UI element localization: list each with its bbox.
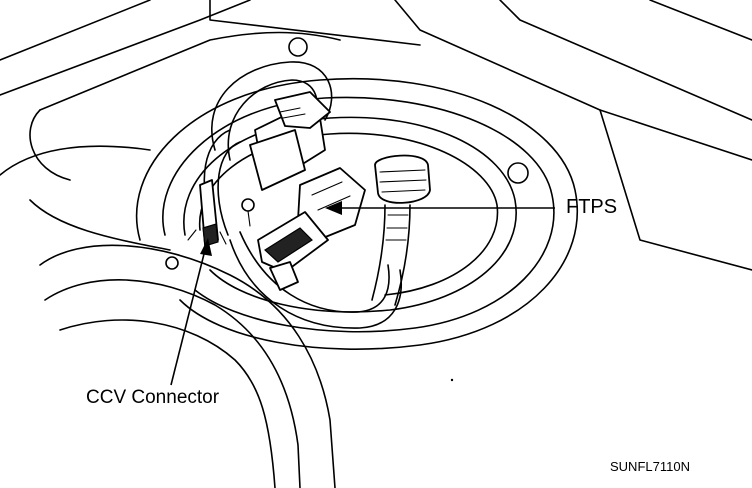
figure-code-label: SUNFL7110N [610, 459, 690, 474]
ftps-label: FTPS [566, 196, 618, 218]
ccv-connector-part [187, 179, 227, 247]
ccv-leader-line [170, 249, 206, 386]
hose-fitting [371, 154, 431, 306]
ccv-arrowhead [200, 238, 212, 256]
leader-lines [170, 201, 555, 386]
ftps-arrowhead [325, 201, 342, 215]
body-panel [0, 0, 752, 271]
stray-dot [450, 378, 454, 382]
access-cover [39, 244, 336, 488]
ccv-connector-label: CCV Connector [86, 387, 220, 408]
wiring-harness [203, 61, 402, 329]
upper-connector [249, 91, 331, 191]
ftps-connector [241, 167, 366, 291]
